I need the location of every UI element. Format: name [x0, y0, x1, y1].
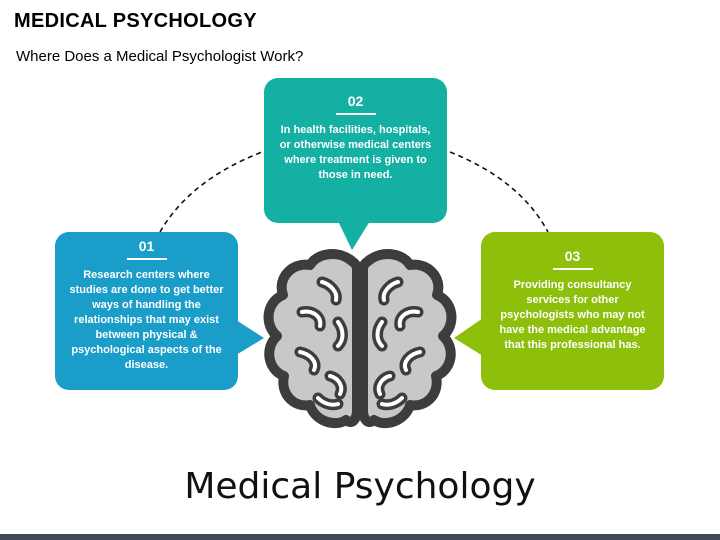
bubble-03-divider: [552, 268, 593, 270]
bubble-02: 02 In health facilities, hospitals, or o…: [276, 93, 435, 183]
bubble-03: 03 Providing consultancy services for ot…: [494, 248, 651, 353]
bubble-02-number: 02: [347, 93, 364, 109]
dashed-connector-left: [159, 151, 263, 233]
diagram-caption: Medical Psychology: [184, 466, 536, 507]
brain-icon: [263, 249, 457, 429]
bottom-bar: [0, 534, 720, 540]
dashed-connector-right: [449, 151, 549, 233]
bubble-01-shape: [55, 232, 264, 390]
bubble-02-text: In health facilities, hospitals, or othe…: [279, 124, 432, 181]
bubble-01-number: 01: [138, 238, 155, 254]
bubble-02-divider: [335, 113, 376, 115]
bubble-03-number: 03: [564, 248, 581, 264]
bubble-01-divider: [126, 258, 167, 260]
bubble-03-shape: [454, 232, 664, 390]
bubble-02-shape: [264, 78, 447, 250]
bubble-01-text: Research centers where studies are done …: [69, 269, 224, 371]
bubble-03-text: Providing consultancy services for other…: [499, 279, 646, 351]
page-subtitle: Where Does a Medical Psychologist Work?: [16, 48, 304, 65]
bubble-01: 01 Research centers where studies are do…: [66, 238, 227, 373]
page-title: MEDICAL PSYCHOLOGY: [14, 10, 257, 32]
